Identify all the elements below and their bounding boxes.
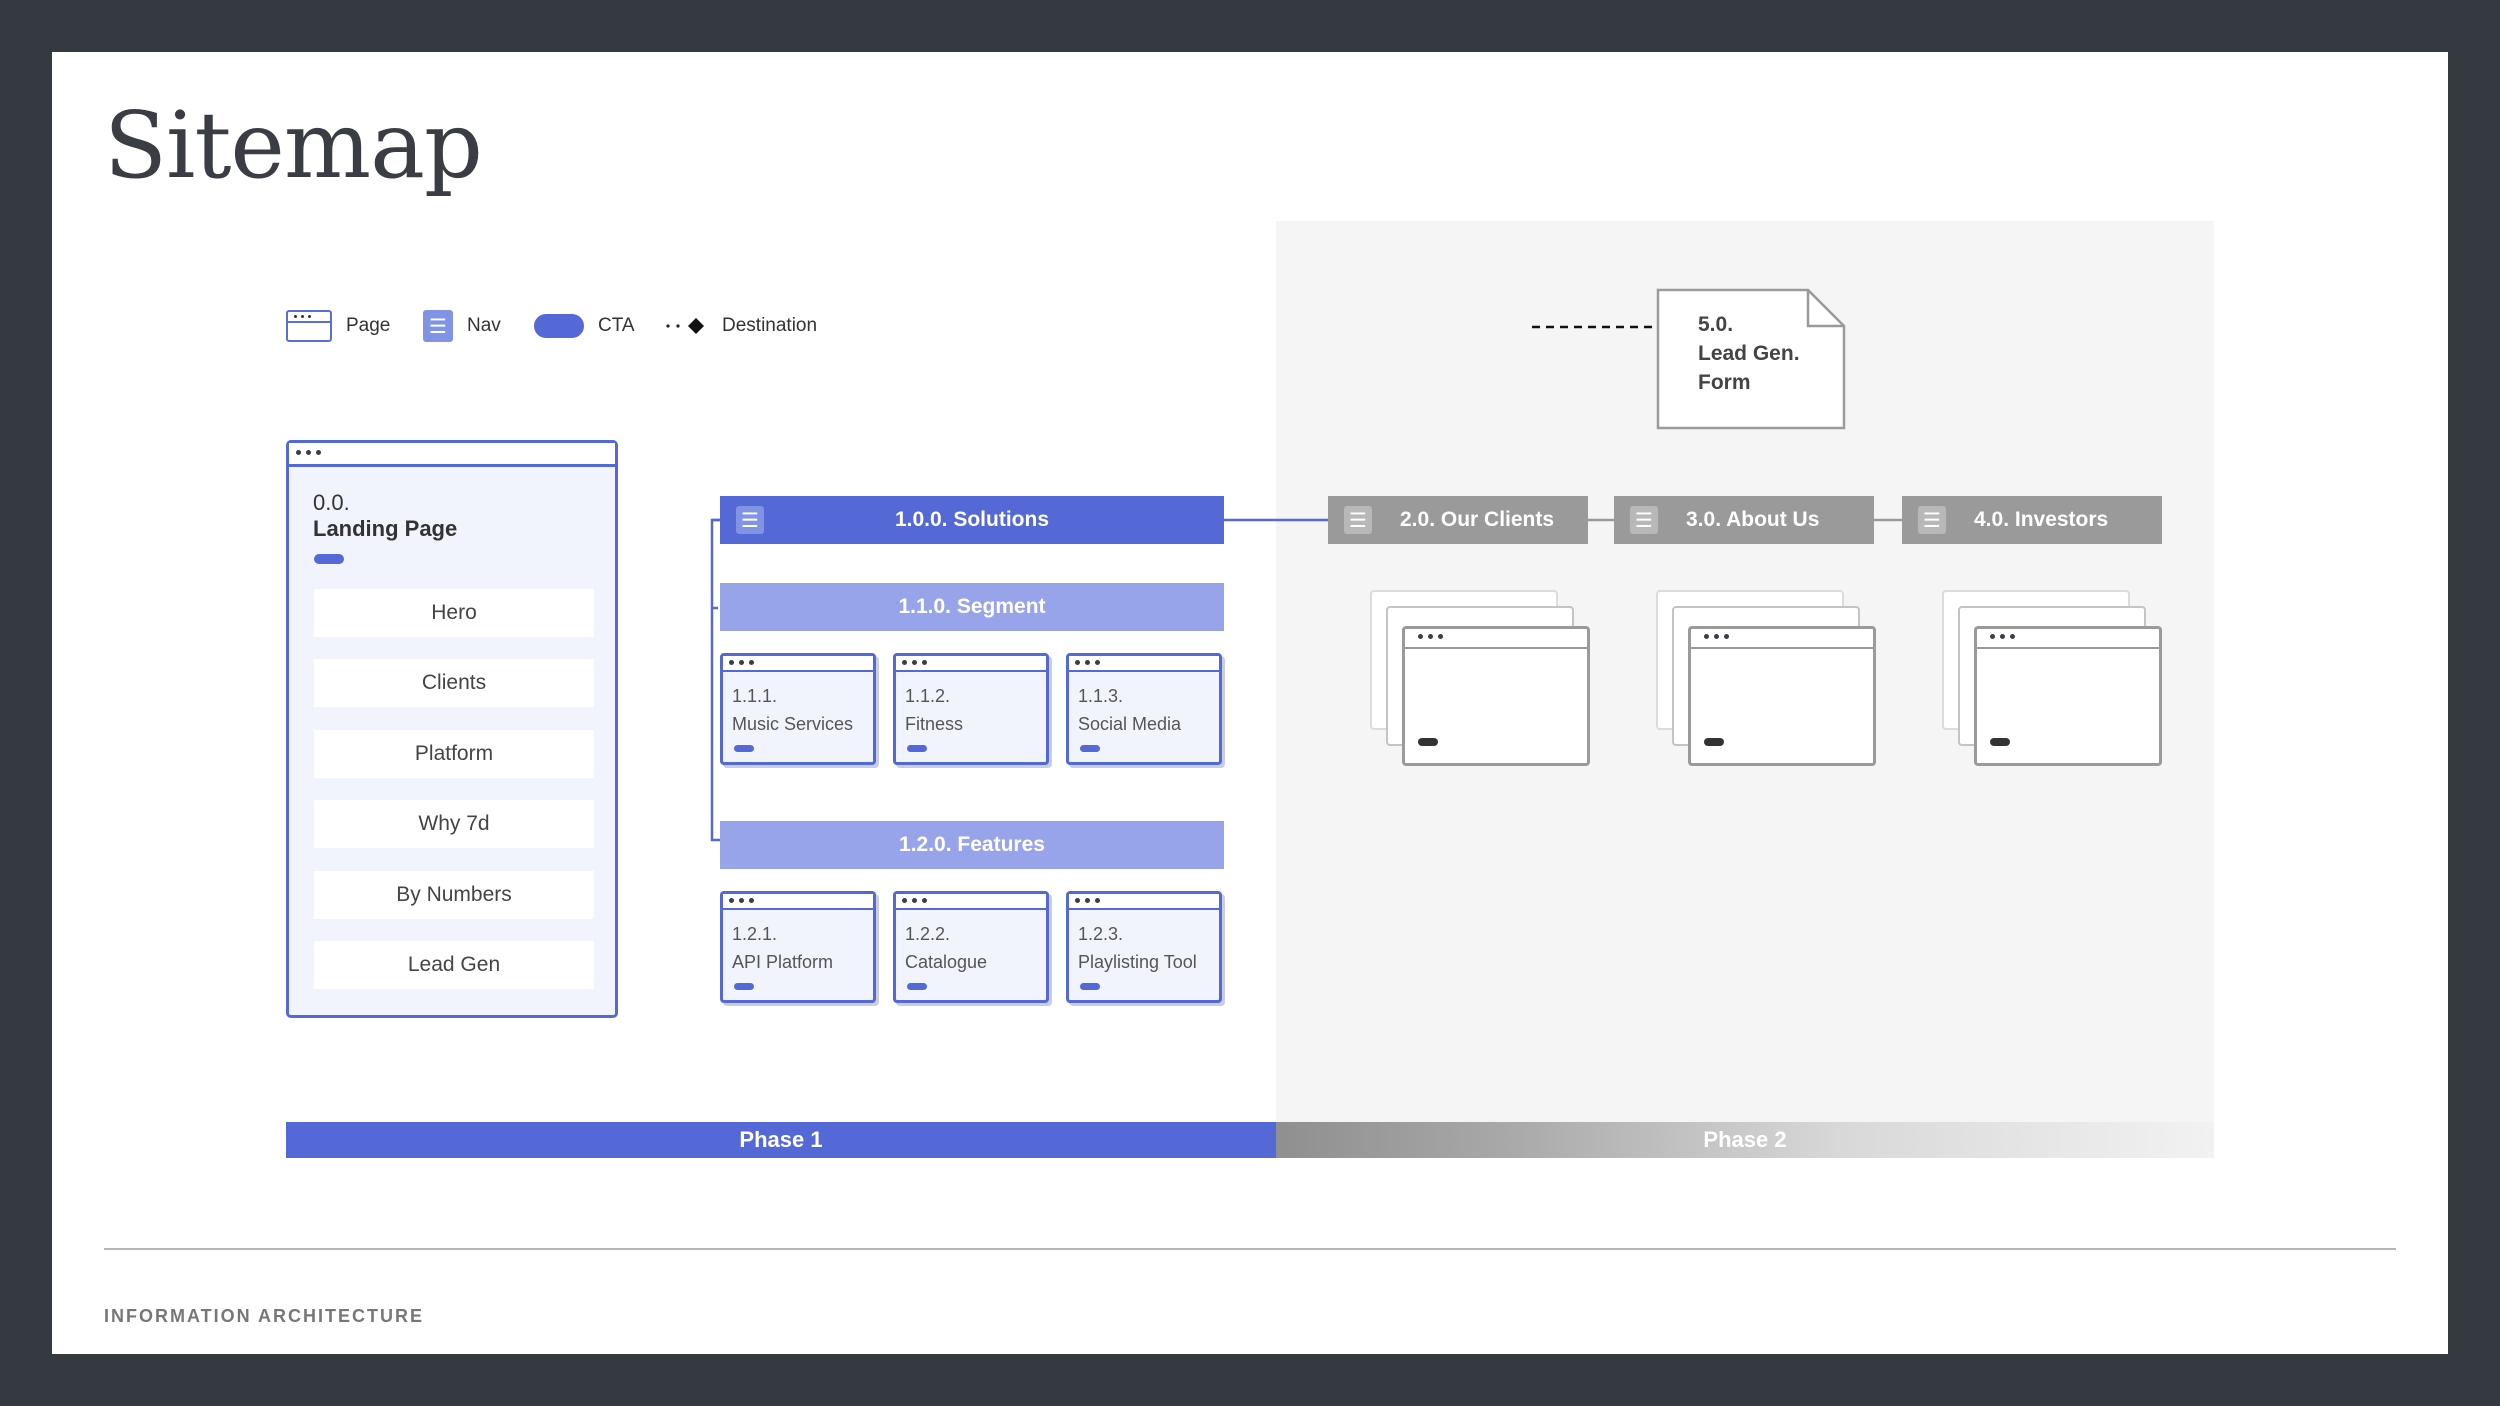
- pill-icon: [534, 314, 584, 338]
- legend-destination-label: Destination: [722, 315, 818, 336]
- window-dots-icon: [902, 660, 927, 665]
- page-stack-cta[interactable]: [1990, 738, 2010, 746]
- window-dots-icon: [729, 660, 754, 665]
- page-card-cta[interactable]: [907, 983, 927, 990]
- lead-gen-name-line2: Form: [1698, 371, 1751, 394]
- page-card-number: 1.2.3.: [1078, 924, 1124, 944]
- page-card-cta[interactable]: [1080, 983, 1100, 990]
- diamond-arrow-icon: [666, 318, 704, 334]
- hamburger-icon: ☰: [1630, 506, 1658, 534]
- page-card-name: API Platform: [732, 952, 834, 972]
- page-card-name: Catalogue: [905, 952, 988, 972]
- hamburger-icon: ☰: [1344, 506, 1372, 534]
- page-stack-investors[interactable]: [1974, 626, 2162, 766]
- landing-page[interactable]: 0.0. Landing Page Hero Clients Platform …: [286, 440, 618, 1018]
- hamburger-icon: ☰: [736, 506, 764, 534]
- page-card-api-platform[interactable]: 1.2.1. API Platform: [720, 891, 876, 1003]
- page-card-cta[interactable]: [1080, 745, 1100, 752]
- page-title: Sitemap: [104, 92, 483, 199]
- page-stack-clients[interactable]: [1402, 626, 1590, 766]
- browser-window-icon: [286, 310, 332, 342]
- legend-page: Page: [286, 309, 390, 343]
- nav-about-us-label: 3.0. About Us: [1686, 508, 1820, 531]
- window-dots-icon: [1704, 634, 1729, 639]
- landing-number: 0.0.: [313, 490, 350, 515]
- nav-investors[interactable]: ☰ 4.0. Investors: [1902, 496, 2162, 544]
- page-card-cta[interactable]: [734, 983, 754, 990]
- page-stack-cta[interactable]: [1418, 738, 1438, 746]
- nav-our-clients[interactable]: ☰ 2.0. Our Clients: [1328, 496, 1588, 544]
- footer-divider: [104, 1248, 2396, 1250]
- nav-features[interactable]: 1.2.0. Features: [720, 821, 1224, 869]
- page-card-name: Music Services: [732, 714, 854, 734]
- window-dots-icon: [1075, 660, 1100, 665]
- legend-cta: CTA: [534, 309, 635, 343]
- legend-nav: ☰ Nav: [423, 309, 501, 343]
- legend-nav-label: Nav: [467, 315, 501, 336]
- legend-cta-label: CTA: [598, 315, 635, 336]
- legend-page-label: Page: [346, 315, 391, 336]
- nav-investors-label: 4.0. Investors: [1974, 508, 2109, 531]
- hamburger-icon: ☰: [423, 310, 453, 342]
- page-stack-cta[interactable]: [1704, 738, 1724, 746]
- window-dots-icon: [729, 898, 754, 903]
- nav-solutions-label: 1.0.0. Solutions: [894, 508, 1050, 531]
- page-card-cta[interactable]: [907, 745, 927, 752]
- page-card-playlisting-tool[interactable]: 1.2.3. Playlisting Tool: [1066, 891, 1222, 1003]
- window-dots-icon: [1075, 898, 1100, 903]
- page-card-name: Playlisting Tool: [1078, 952, 1197, 972]
- nav-solutions[interactable]: ☰ 1.0.0. Solutions: [720, 496, 1224, 544]
- footer-label: INFORMATION ARCHITECTURE: [104, 1306, 424, 1326]
- page-card-fitness[interactable]: 1.1.2. Fitness: [893, 653, 1049, 765]
- legend-destination: Destination: [664, 309, 817, 343]
- page-card-name: Fitness: [905, 714, 964, 734]
- section-hero[interactable]: Hero: [314, 589, 594, 637]
- landing-cta[interactable]: [314, 554, 344, 564]
- section-why[interactable]: Why 7d: [314, 800, 594, 848]
- page-card-catalogue[interactable]: 1.2.2. Catalogue: [893, 891, 1049, 1003]
- landing-titlebar: [289, 443, 615, 467]
- section-platform[interactable]: Platform: [314, 730, 594, 778]
- page-card-number: 1.1.1.: [732, 686, 778, 706]
- window-dots-icon: [1990, 634, 2015, 639]
- phase2-bar: Phase 2: [1276, 1122, 2214, 1158]
- window-dots-icon: [902, 898, 927, 903]
- hamburger-icon: ☰: [1918, 506, 1946, 534]
- page-card-number: 1.2.2.: [905, 924, 951, 944]
- nav-our-clients-label: 2.0. Our Clients: [1400, 508, 1555, 531]
- lead-gen-number: 5.0.: [1698, 313, 1734, 336]
- nav-about-us[interactable]: ☰ 3.0. About Us: [1614, 496, 1874, 544]
- lead-gen-name-line1: Lead Gen.: [1698, 342, 1800, 365]
- page-stack-about[interactable]: [1688, 626, 1876, 766]
- landing-name: Landing Page: [313, 516, 458, 541]
- section-by-numbers[interactable]: By Numbers: [314, 871, 594, 919]
- page-card-cta[interactable]: [734, 745, 754, 752]
- page-card-music-services[interactable]: 1.1.1. Music Services: [720, 653, 876, 765]
- page-card-number: 1.1.3.: [1078, 686, 1124, 706]
- page-card-name: Social Media: [1078, 714, 1182, 734]
- phase1-bar: Phase 1: [286, 1122, 1276, 1158]
- document-icon[interactable]: [1656, 288, 1846, 430]
- window-dots-icon: [1418, 634, 1443, 639]
- page-card-social-media[interactable]: 1.1.3. Social Media: [1066, 653, 1222, 765]
- nav-segment[interactable]: 1.1.0. Segment: [720, 583, 1224, 631]
- page-card-number: 1.2.1.: [732, 924, 778, 944]
- slide: Sitemap Page ☰ Nav CTA Destination: [52, 52, 2448, 1354]
- lead-gen-form-label: 5.0. Lead Gen. Form: [1698, 310, 1800, 397]
- section-lead-gen[interactable]: Lead Gen: [314, 941, 594, 989]
- page-card-number: 1.1.2.: [905, 686, 951, 706]
- window-dots-icon: [296, 450, 321, 455]
- section-clients[interactable]: Clients: [314, 659, 594, 707]
